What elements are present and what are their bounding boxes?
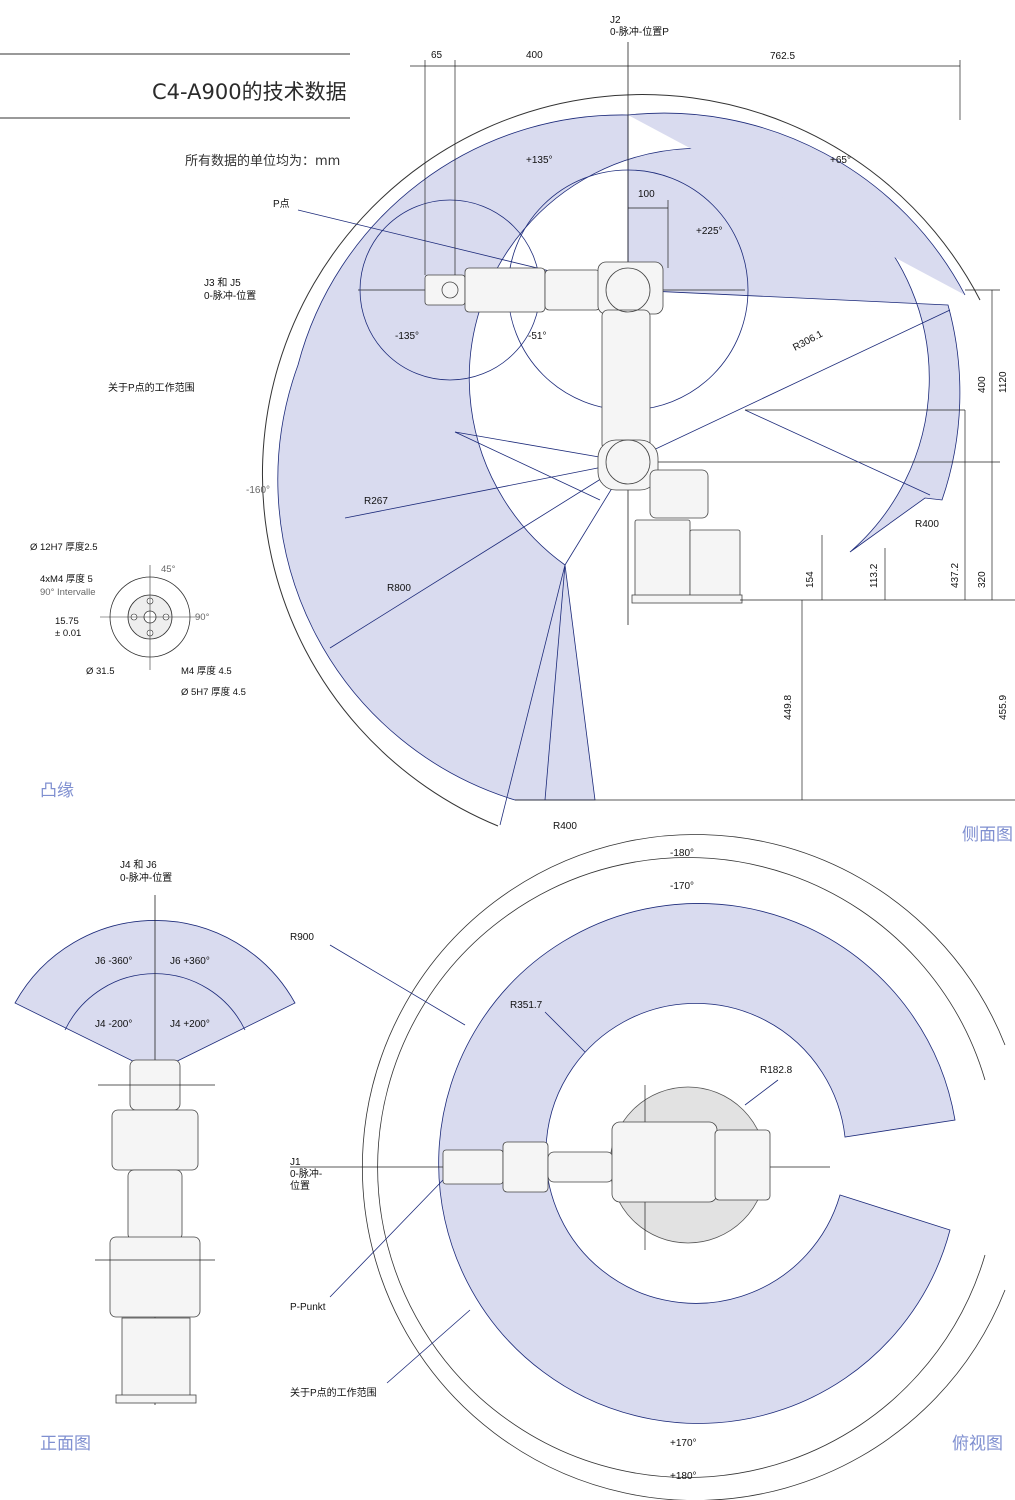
- side-work-range-top: [627, 112, 966, 296]
- angle-minus51: -51°: [528, 331, 546, 342]
- dim-449: 449.8: [783, 695, 794, 720]
- top-m170: -170°: [670, 881, 694, 892]
- j3j5-label: J3 和 J5: [204, 277, 241, 289]
- top-r351: R351.7: [510, 1000, 543, 1011]
- j4j6-label: J4 和 J6: [120, 859, 157, 871]
- flange-view: Ø 12H7 厚度2.5 4xM4 厚度 5 90° Intervalle 45…: [30, 541, 246, 698]
- angle-plus225: +225°: [696, 226, 723, 237]
- top-outer-arc-180: [361, 834, 1006, 1500]
- range-line-e: [454, 431, 601, 501]
- r306-line: [627, 309, 951, 463]
- page-title: C4-A900的技术数据: [152, 80, 347, 104]
- top-p180: +180°: [670, 1471, 697, 1482]
- top-j1-sub1: 0-脉冲-: [290, 1167, 322, 1180]
- top-r182: R182.8: [760, 1065, 793, 1076]
- top-p-punkt: P-Punkt: [290, 1302, 326, 1313]
- j4-pos-label: J4 +200°: [170, 1019, 210, 1030]
- top-work-range-label: 关于P点的工作范围: [290, 1386, 377, 1399]
- dim-320: 320: [977, 571, 988, 588]
- dim-762: 762.5: [770, 51, 795, 62]
- r400-right-label: R400: [915, 519, 939, 530]
- side-outer-arc: [261, 94, 981, 827]
- angle-minus135: -135°: [395, 331, 419, 342]
- dim-455: 455.9: [998, 695, 1009, 720]
- j2-sublabel: 0-脉冲-位置P: [610, 25, 669, 38]
- top-j1-label: J1: [290, 1157, 301, 1168]
- dim-113: 113.2: [869, 563, 880, 588]
- p-point-label: P点: [273, 198, 290, 210]
- top-work-range: [438, 903, 956, 1424]
- top-view-section-label: 俯视图: [952, 1434, 1003, 1454]
- r400-bottom-label: R400: [553, 821, 577, 832]
- range-line-d: [544, 564, 566, 801]
- dim-400-right: 400: [977, 376, 988, 393]
- r267-line: [344, 461, 629, 519]
- side-view-section-label: 侧面图: [962, 825, 1013, 845]
- j4-neg-label: J4 -200°: [95, 1019, 132, 1030]
- side-right-dimensions: [515, 289, 1015, 801]
- r400-line: [744, 409, 931, 496]
- flange-m4x4: 4xM4 厚度 5: [40, 573, 93, 585]
- robot-top-body: [442, 1121, 771, 1203]
- r900-leader: [329, 944, 466, 1026]
- top-view: -180° -170° +170° +180° R900 R351.7 R182…: [290, 834, 1006, 1500]
- angle-minus160: -160°: [246, 485, 270, 496]
- flange-ang45: 45°: [161, 564, 176, 575]
- top-p170: +170°: [670, 1438, 697, 1449]
- j3j5-sublabel: 0-脉冲-位置: [204, 289, 256, 302]
- flange-ang90: 90°: [195, 612, 210, 623]
- dim-400-top: 400: [526, 50, 543, 61]
- r800-line: [329, 461, 629, 649]
- dim-1120: 1120: [998, 371, 1009, 393]
- j4j6-sublabel: 0-脉冲-位置: [120, 871, 172, 884]
- top-outer-arc-170: [377, 857, 986, 1478]
- top-m180: -180°: [670, 848, 694, 859]
- top-range-leader: [386, 1309, 471, 1384]
- angle-plus65: +65°: [830, 155, 851, 166]
- r306-label: R306.1: [791, 329, 825, 354]
- dim-100: 100: [638, 189, 655, 200]
- robot-front-body: [109, 1059, 201, 1404]
- side-top-dimensions: [410, 60, 961, 275]
- flange-m4: M4 厚度 4.5: [181, 665, 232, 677]
- top-j1-sub2: 位置: [290, 1179, 310, 1192]
- side-view: J2 0-脉冲-位置P 65 400 762.5 100 +135° +65° …: [108, 15, 1015, 832]
- r267-label: R267: [364, 496, 388, 507]
- work-range-label: 关于P点的工作范围: [108, 381, 195, 394]
- j6-neg-label: J6 -360°: [95, 956, 132, 967]
- flange-d12: Ø 12H7 厚度2.5: [30, 541, 98, 553]
- range-line-c: [499, 564, 566, 826]
- j6-pos-label: J6 +360°: [170, 956, 210, 967]
- units-note: 所有数据的单位均为：mm: [185, 154, 341, 169]
- top-r900: R900: [290, 932, 314, 943]
- dim-437: 437.2: [950, 563, 961, 588]
- p-punkt-leader: [329, 1179, 444, 1298]
- j2-label: J2: [610, 15, 621, 26]
- dim-154: 154: [805, 571, 816, 588]
- r182-leader: [744, 1079, 779, 1106]
- flange-intervals: 90° Intervalle: [40, 587, 96, 598]
- flange-d315: Ø 31.5: [86, 666, 115, 677]
- flange-d1575: 15.75: [55, 616, 79, 627]
- flange-section-label: 凸缘: [40, 781, 74, 801]
- r351-leader: [544, 1011, 586, 1053]
- front-view-section-label: 正面图: [40, 1434, 91, 1454]
- robot-side-body: [424, 261, 743, 604]
- flange-tol: ± 0.01: [55, 628, 81, 639]
- dim-65: 65: [431, 50, 443, 61]
- flange-d5: Ø 5H7 厚度 4.5: [181, 686, 246, 698]
- r800-label: R800: [387, 583, 411, 594]
- angle-plus135: +135°: [526, 155, 553, 166]
- front-view: J4 和 J6 0-脉冲-位置 J6 -360° J6 +360° J4 -20…: [14, 859, 296, 1405]
